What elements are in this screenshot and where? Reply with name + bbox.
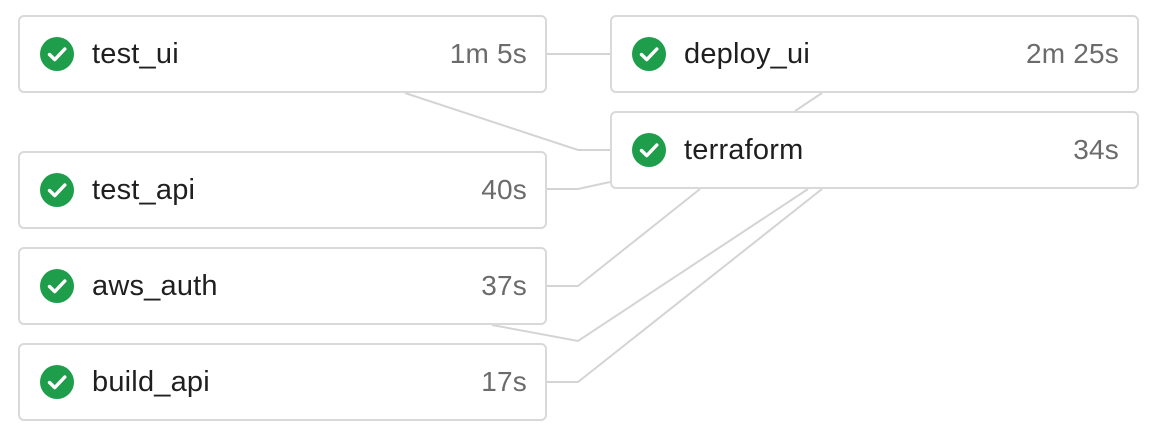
check-circle-icon	[40, 173, 74, 207]
edge-deploy-ui-terraform	[794, 92, 823, 112]
edge-build-api-terraform	[547, 188, 823, 383]
job-duration: 40s	[481, 174, 527, 205]
job-duration: 2m 25s	[1025, 38, 1119, 69]
job-duration: 1m 5s	[449, 38, 527, 69]
job-test-api[interactable]: test_api 40s	[18, 151, 547, 229]
job-test-ui[interactable]: test_ui 1m 5s	[18, 15, 547, 93]
job-name: build_api	[92, 365, 210, 398]
edge-aws-auth-terraform-2	[491, 188, 809, 343]
job-build-api[interactable]: build_api 17s	[18, 343, 547, 421]
job-name: test_ui	[92, 37, 179, 70]
edge-test-api-terraform	[547, 181, 611, 190]
job-aws-auth[interactable]: aws_auth 37s	[18, 247, 547, 325]
job-duration: 17s	[481, 366, 527, 397]
check-circle-icon	[632, 37, 666, 71]
job-terraform[interactable]: terraform 34s	[610, 111, 1139, 189]
check-circle-icon	[40, 37, 74, 71]
job-duration: 34s	[1073, 134, 1119, 165]
check-circle-icon	[40, 365, 74, 399]
job-name: test_api	[92, 173, 196, 206]
edge-test-ui-terraform	[404, 92, 610, 151]
job-name: deploy_ui	[684, 37, 810, 70]
edge-aws-auth-terraform	[547, 188, 701, 287]
job-deploy-ui[interactable]: deploy_ui 2m 25s	[610, 15, 1139, 93]
job-name: terraform	[684, 133, 804, 166]
check-circle-icon	[632, 133, 666, 167]
check-circle-icon	[40, 269, 74, 303]
job-duration: 37s	[481, 270, 527, 301]
job-name: aws_auth	[92, 269, 218, 302]
